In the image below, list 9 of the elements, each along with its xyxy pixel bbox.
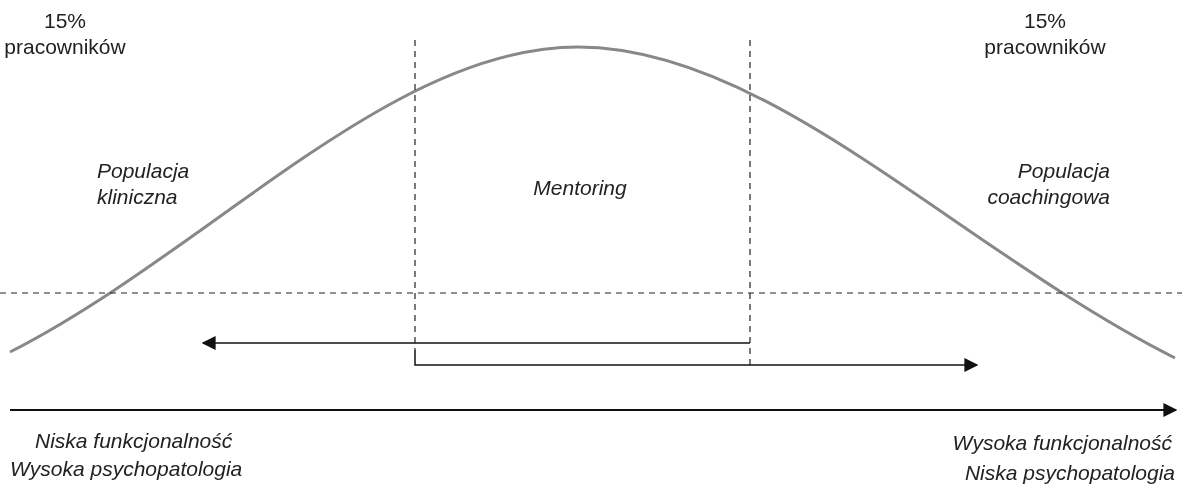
axis-end-label: Niska funkcjonalność <box>35 428 233 454</box>
zone-label: Mentoring <box>533 175 627 201</box>
axis-end-label: Niska psychopatologia <box>964 460 1175 486</box>
axis-end-label: Wysoka funkcjonalność <box>952 430 1172 456</box>
population-label: Populacja kliniczna <box>97 158 191 210</box>
axis-end-label: Wysoka psychopatologia <box>10 456 243 482</box>
population-label: Populacja coachingowa <box>986 158 1110 210</box>
percentage-label: 15% pracowników <box>983 8 1107 60</box>
percentage-label: 15% pracowników <box>3 8 127 60</box>
